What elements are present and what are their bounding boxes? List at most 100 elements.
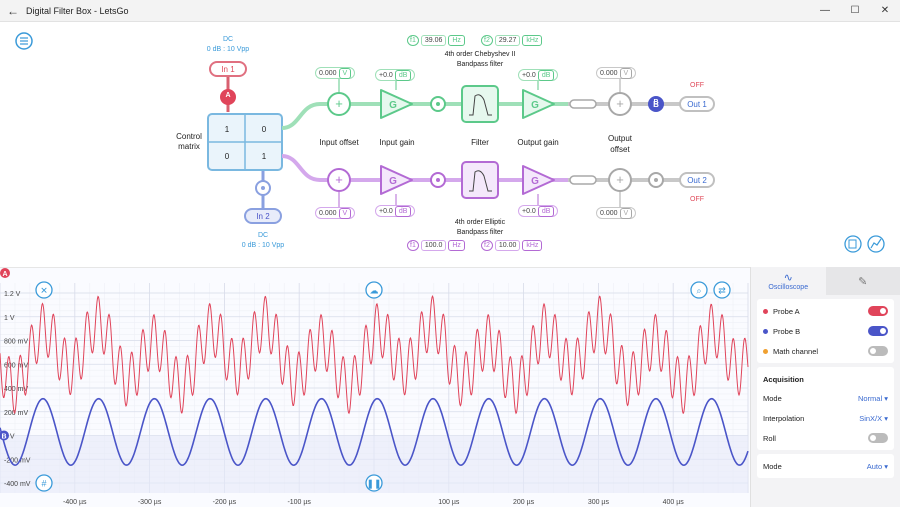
matrix-cell-1-2[interactable]: 0 [257,125,271,134]
ch1-output-gain-block[interactable]: G [523,90,554,118]
out2-state: OFF [682,196,712,203]
maximize-button[interactable]: ☐ [840,5,870,16]
ch2-input-gain-number: +0.0 [379,208,393,215]
close-icon[interactable]: ✕ [36,282,52,298]
x-tick-label: 300 µs [588,499,610,506]
x-tick-label: 400 µs [663,499,685,506]
window-title: Digital Filter Box - LetsGo [26,6,810,16]
ch1-input-offset-number: 0.000 [319,70,337,77]
ch1-output-offset-block[interactable]: + [609,93,631,115]
ch1-f2-value: 29.27 [495,35,521,46]
ch2-f2-field[interactable]: f2 10.00 kHz [478,239,545,251]
tab-edit[interactable]: ✎ [826,267,900,295]
ch2-f1-field[interactable]: f1 100.0 Hz [404,239,468,251]
interpolation-value[interactable]: SinX/X [859,414,882,423]
svg-text:G: G [531,100,539,111]
notes-icon[interactable] [845,236,861,252]
ch1-output-gain-value[interactable]: +0.0 dB [518,69,558,81]
ch2-dash-block[interactable] [570,176,596,184]
pause-icon[interactable]: ❚❚ [366,475,382,491]
ch1-f2-field[interactable]: f2 29.27 kHz [478,34,545,46]
ch2-output-gain-block[interactable]: G [523,166,554,194]
interpolation-row[interactable]: Interpolation SinX/X ▾ [763,408,888,428]
trigger-mode-row[interactable]: Mode Auto ▾ [763,456,888,476]
title-bar: ← Digital Filter Box - LetsGo — ☐ ✕ [0,0,900,22]
probe-b-toggle[interactable] [868,326,888,336]
ch1-input-offset-block[interactable]: + [328,93,350,115]
in1-coupling: DC [210,36,246,43]
ch1-input-offset-value[interactable]: 0.000 V [315,67,355,79]
svg-text:G: G [531,176,539,187]
ch1-input-gain-number: +0.0 [379,72,393,79]
tab-oscilloscope[interactable]: ∿ Oscilloscope [751,267,826,295]
in1-button[interactable]: In 1 [209,61,247,77]
ch2-input-offset-value[interactable]: 0.000 V [315,207,355,219]
ch1-f2-unit: kHz [522,35,542,46]
ch2-input-offset-block[interactable]: + [328,169,350,191]
ch1-filter-block[interactable] [462,86,498,122]
acquisition-card: Acquisition Mode Normal ▾ Interpolation … [757,367,894,450]
matrix-cell-2-1[interactable]: 0 [220,152,234,161]
cloud-upload-icon[interactable]: ☁ [366,282,382,298]
out2-button[interactable]: Out 2 [679,172,715,188]
ch2-filter-block[interactable] [462,162,498,198]
matrix-cell-1-1[interactable]: 1 [220,125,234,134]
in2-range[interactable]: 0 dB : 10 Vpp [231,242,295,249]
menu-icon[interactable] [16,33,32,49]
svg-text:G: G [389,176,397,187]
ch2-output-gain-value[interactable]: +0.0 dB [518,205,558,217]
control-matrix[interactable] [208,114,282,170]
ch2-output-offset-value[interactable]: 0.000 V [596,207,636,219]
in1-range[interactable]: 0 dB : 10 Vpp [196,46,260,53]
probe-b-scope-label: B [1,434,6,441]
probe-a-label: A [223,92,233,99]
ch1-input-gain-block[interactable]: G [381,90,412,118]
back-arrow-icon[interactable]: ← [0,4,26,18]
svg-text:#: # [41,479,46,489]
ch2-input-gain-value[interactable]: +0.0 dB [375,205,415,217]
ch1-f1-unit: Hz [448,35,465,46]
ch2-output-offset-block[interactable]: + [609,169,631,191]
ch1-output-offset-value[interactable]: 0.000 V [596,67,636,79]
svg-text:+: + [616,172,624,187]
ch2-input-offset-unit: V [339,208,352,219]
roll-toggle[interactable] [868,433,888,443]
input-offset-label: Input offset [310,138,368,147]
ch1-input-gain-value[interactable]: +0.0 dB [375,69,415,81]
ch1-f1-value: 39.06 [421,35,447,46]
ch1-dash-block[interactable] [570,100,596,108]
out1-state: OFF [682,82,712,89]
zoom-icon[interactable]: ⌕ [691,282,707,298]
svg-text:+: + [335,172,343,187]
ch2-input-offset-number: 0.000 [319,210,337,217]
ch1-input-offset-unit: V [339,68,352,79]
acq-mode-value[interactable]: Normal [858,394,882,403]
ch1-f2-label: f2 [481,35,493,46]
ch1-f1-field[interactable]: f1 39.06 Hz [404,34,468,46]
out1-button[interactable]: Out 1 [679,96,715,112]
math-channel-toggle[interactable] [868,346,888,356]
svg-text:✕: ✕ [40,286,48,296]
matrix-cell-2-2[interactable]: 1 [257,152,271,161]
x-tick-label: -300 µs [138,499,162,506]
in2-button[interactable]: In 2 [244,208,282,224]
trigger-mode-value[interactable]: Auto [867,462,882,471]
shuffle-icon[interactable]: ⇄ [714,282,730,298]
close-button[interactable]: ✕ [870,5,900,16]
oscilloscope-settings-panel: ∿ Oscilloscope ✎ Probe A Probe B Math ch… [750,267,900,507]
trigger-mode-label: Mode [763,462,867,471]
x-tick-label: -100 µs [287,499,311,506]
ch2-f2-unit: kHz [522,240,542,251]
waveform-icon: ∿ [784,271,793,284]
probe-a-toggle[interactable] [868,306,888,316]
ch2-f2-label: f2 [481,240,493,251]
acq-mode-row[interactable]: Mode Normal ▾ [763,388,888,408]
minimize-button[interactable]: — [810,5,840,16]
chart-icon[interactable] [868,236,884,252]
svg-text:+: + [335,96,343,111]
x-tick-label: 100 µs [438,499,460,506]
ch2-input-gain-block[interactable]: G [381,166,412,194]
grid-icon[interactable]: # [36,475,52,491]
